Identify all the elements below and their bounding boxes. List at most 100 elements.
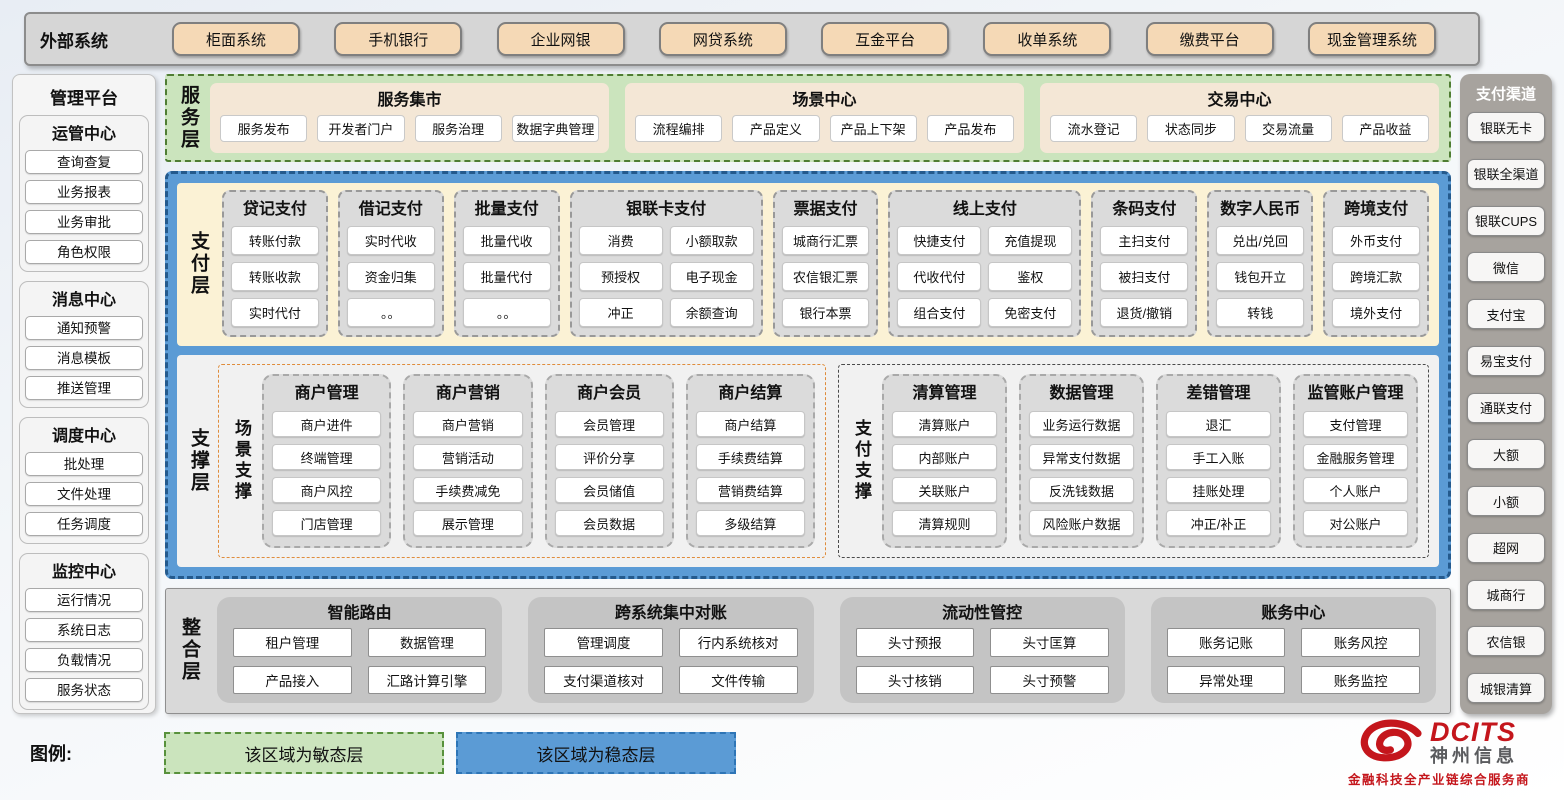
payment-item-button[interactable]: 兑出/兑回	[1216, 226, 1305, 255]
service-item-button[interactable]: 服务治理	[414, 115, 502, 142]
payment-item-button[interactable]: 城商行汇票	[781, 226, 870, 255]
payment-item-button[interactable]: 钱包开立	[1216, 262, 1305, 291]
integration-item-button[interactable]: 行内系统核对	[678, 628, 798, 657]
payment-channel-button[interactable]: 大额	[1467, 439, 1545, 470]
payment-item-button[interactable]: 银行本票	[781, 298, 870, 327]
external-system-button[interactable]: 企业网银	[496, 22, 625, 56]
support-item-button[interactable]: 关联账户	[892, 477, 998, 503]
payment-item-button[interactable]: 鉴权	[988, 262, 1073, 291]
integration-item-button[interactable]: 支付渠道核对	[544, 665, 663, 694]
service-item-button[interactable]: 产品发布	[926, 115, 1014, 142]
external-system-button[interactable]: 缴费平台	[1145, 22, 1274, 56]
payment-item-button[interactable]: 。。	[462, 298, 551, 327]
payment-item-button[interactable]: 实时代收	[346, 226, 435, 255]
payment-item-button[interactable]: 跨境汇款	[1332, 262, 1421, 291]
payment-item-button[interactable]: 批量代付	[462, 262, 551, 291]
integration-item-button[interactable]: 租户管理	[233, 628, 352, 657]
payment-channel-button[interactable]: 小额	[1467, 486, 1545, 516]
management-item-button[interactable]: 角色权限	[25, 240, 143, 264]
service-item-button[interactable]: 产品定义	[732, 115, 820, 142]
payment-item-button[interactable]: 充值提现	[988, 226, 1073, 255]
payment-channel-button[interactable]: 通联支付	[1467, 392, 1545, 423]
support-item-button[interactable]: 终端管理	[272, 444, 382, 470]
management-item-button[interactable]: 负载情况	[25, 648, 143, 672]
management-item-button[interactable]: 批处理	[25, 452, 143, 476]
support-item-button[interactable]: 会员储值	[554, 477, 664, 503]
service-item-button[interactable]: 产品收益	[1341, 115, 1429, 142]
service-item-button[interactable]: 服务发布	[220, 115, 308, 142]
payment-channel-button[interactable]: 城银清算	[1467, 673, 1545, 703]
service-item-button[interactable]: 数据字典管理	[511, 115, 599, 142]
payment-item-button[interactable]: 代收代付	[897, 262, 982, 291]
support-item-button[interactable]: 商户风控	[272, 477, 382, 503]
payment-item-button[interactable]: 主扫支付	[1100, 226, 1189, 255]
integration-item-button[interactable]: 头寸预报	[855, 628, 975, 657]
integration-item-button[interactable]: 汇路计算引擎	[367, 665, 487, 694]
support-item-button[interactable]: 清算账户	[892, 411, 998, 437]
payment-item-button[interactable]: 资金归集	[346, 262, 435, 291]
management-item-button[interactable]: 业务审批	[25, 210, 143, 234]
payment-item-button[interactable]: 实时代付	[231, 298, 319, 327]
support-item-button[interactable]: 评价分享	[554, 444, 664, 470]
support-item-button[interactable]: 清算规则	[892, 510, 998, 536]
support-item-button[interactable]: 风险账户数据	[1029, 510, 1135, 536]
payment-item-button[interactable]: 组合支付	[897, 298, 982, 327]
support-item-button[interactable]: 对公账户	[1303, 510, 1409, 536]
payment-channel-button[interactable]: 城商行	[1467, 579, 1545, 610]
support-item-button[interactable]: 个人账户	[1303, 477, 1409, 503]
external-system-button[interactable]: 手机银行	[334, 22, 463, 56]
integration-item-button[interactable]: 头寸核销	[855, 665, 975, 694]
integration-item-button[interactable]: 头寸匡算	[990, 628, 1109, 657]
support-item-button[interactable]: 手续费结算	[695, 444, 806, 470]
management-item-button[interactable]: 服务状态	[25, 678, 143, 702]
payment-channel-button[interactable]: 易宝支付	[1467, 345, 1545, 376]
payment-item-button[interactable]: 转账付款	[231, 226, 319, 255]
service-item-button[interactable]: 交易流量	[1244, 115, 1332, 142]
support-item-button[interactable]: 冲正/补正	[1166, 510, 1272, 536]
payment-item-button[interactable]: 外币支付	[1332, 226, 1421, 255]
management-item-button[interactable]: 推送管理	[25, 376, 143, 400]
external-system-button[interactable]: 互金平台	[821, 22, 950, 56]
service-item-button[interactable]: 开发者门户	[317, 115, 405, 142]
payment-item-button[interactable]: 境外支付	[1332, 298, 1421, 327]
payment-channel-button[interactable]: 超网	[1467, 532, 1545, 563]
support-item-button[interactable]: 内部账户	[892, 444, 998, 470]
payment-item-button[interactable]: 小额取款	[669, 226, 754, 255]
management-item-button[interactable]: 系统日志	[25, 618, 143, 642]
support-item-button[interactable]: 退汇	[1166, 411, 1272, 437]
management-item-button[interactable]: 查询查复	[25, 150, 143, 174]
payment-item-button[interactable]: 退货/撤销	[1100, 298, 1189, 327]
external-system-button[interactable]: 柜面系统	[172, 22, 300, 56]
support-item-button[interactable]: 营销费结算	[695, 477, 806, 503]
payment-item-button[interactable]: 转账收款	[231, 262, 319, 291]
payment-item-button[interactable]: 快捷支付	[897, 226, 982, 255]
management-item-button[interactable]: 通知预警	[25, 316, 143, 340]
payment-item-button[interactable]: 预授权	[578, 262, 663, 291]
integration-item-button[interactable]: 异常处理	[1166, 665, 1286, 694]
management-item-button[interactable]: 运行情况	[25, 588, 143, 612]
support-item-button[interactable]: 挂账处理	[1166, 477, 1272, 503]
payment-item-button[interactable]: 批量代收	[462, 226, 551, 255]
support-item-button[interactable]: 门店管理	[272, 510, 382, 536]
support-item-button[interactable]: 多级结算	[695, 510, 806, 536]
service-item-button[interactable]: 状态同步	[1147, 115, 1235, 142]
payment-channel-button[interactable]: 银联全渠道	[1467, 158, 1545, 189]
payment-channel-button[interactable]: 微信	[1467, 252, 1545, 283]
payment-item-button[interactable]: 冲正	[578, 298, 663, 327]
payment-item-button[interactable]: 余额查询	[669, 298, 754, 327]
integration-item-button[interactable]: 账务监控	[1301, 665, 1420, 694]
external-system-button[interactable]: 收单系统	[983, 22, 1112, 56]
integration-item-button[interactable]: 头寸预警	[990, 665, 1109, 694]
payment-item-button[interactable]: 农信银汇票	[781, 262, 870, 291]
support-item-button[interactable]: 商户进件	[272, 411, 382, 437]
support-item-button[interactable]: 支付管理	[1303, 411, 1409, 437]
payment-channel-button[interactable]: 农信银	[1467, 626, 1545, 657]
support-item-button[interactable]: 反洗钱数据	[1029, 477, 1135, 503]
service-item-button[interactable]: 流程编排	[635, 115, 723, 142]
management-item-button[interactable]: 业务报表	[25, 180, 143, 204]
payment-channel-button[interactable]: 银联无卡	[1467, 112, 1545, 142]
payment-channel-button[interactable]: 银联CUPS	[1467, 205, 1545, 236]
management-item-button[interactable]: 消息模板	[25, 346, 143, 370]
support-item-button[interactable]: 商户营销	[413, 411, 523, 437]
payment-item-button[interactable]: 免密支付	[988, 298, 1073, 327]
